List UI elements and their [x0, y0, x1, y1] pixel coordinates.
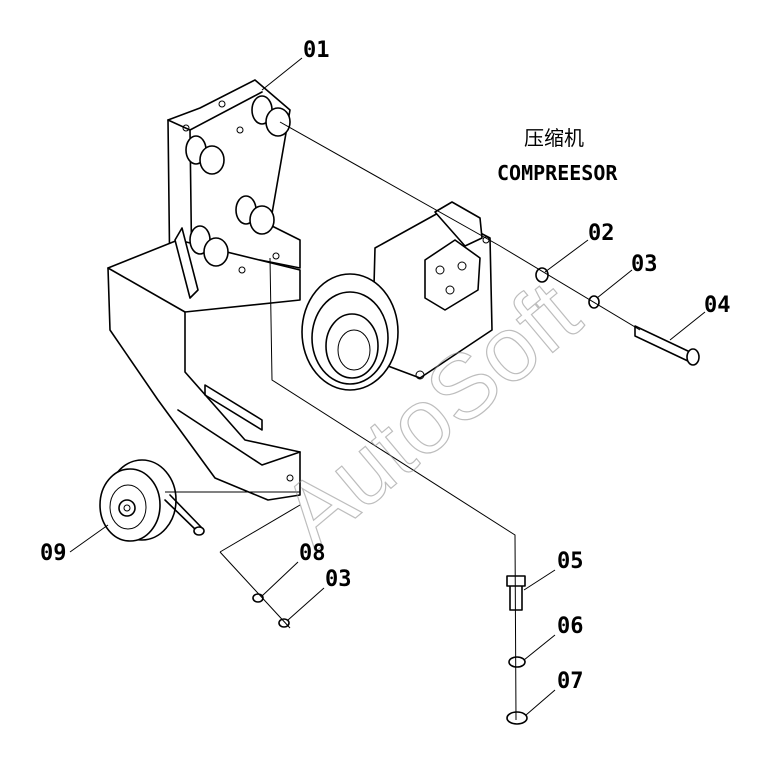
label-03a: 03 [631, 252, 658, 277]
label-07: 07 [557, 669, 584, 694]
idler-pulley [99, 459, 205, 542]
label-02: 02 [588, 221, 615, 246]
nut-06 [508, 656, 526, 668]
label-05: 05 [557, 549, 584, 574]
label-09: 09 [40, 541, 67, 566]
washer-07 [506, 711, 528, 725]
compressor [301, 201, 493, 391]
label-06: 06 [557, 614, 584, 639]
label-08: 08 [299, 541, 326, 566]
assembly-lines [165, 121, 641, 721]
label-03b: 03 [325, 567, 352, 592]
title-en: COMPREESOR [497, 161, 618, 185]
washer-08 [252, 593, 264, 603]
label-01: 01 [303, 38, 330, 63]
washer-03b [278, 618, 290, 628]
bolt-04 [634, 325, 691, 363]
hardware [252, 267, 700, 725]
leader-lines [69, 57, 706, 716]
mounting-bracket [107, 79, 301, 501]
label-04: 04 [704, 293, 731, 318]
title-cn: 压缩机 [524, 126, 584, 150]
